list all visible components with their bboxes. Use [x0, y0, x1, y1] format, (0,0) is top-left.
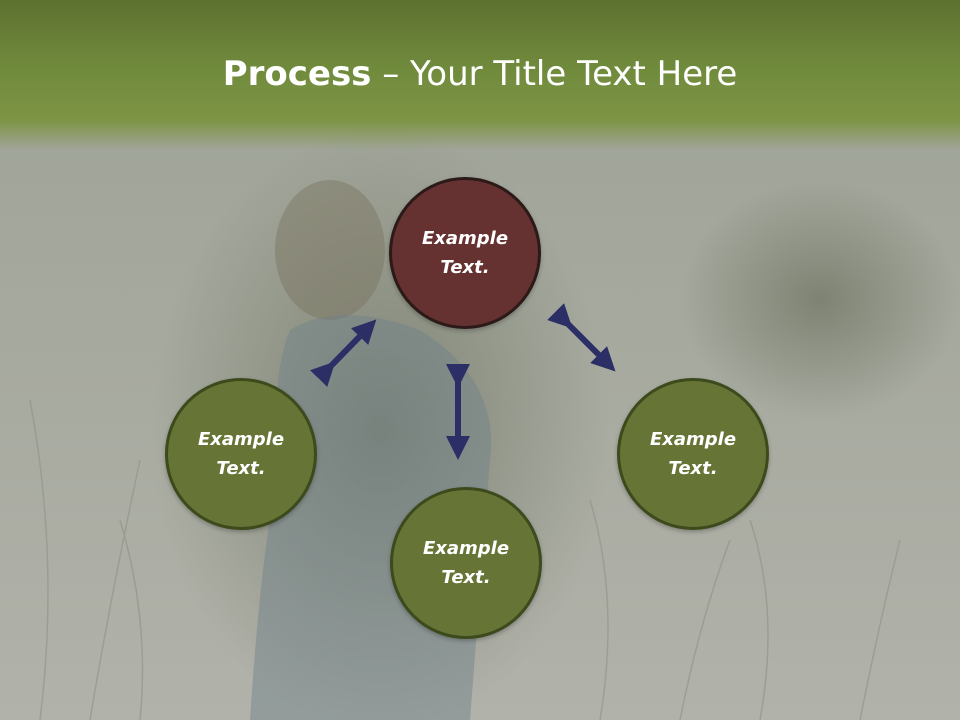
node-text-line2: Text.: [216, 458, 266, 479]
page-title: Process – Your Title Text Here: [0, 52, 960, 96]
title-banner: [0, 0, 960, 150]
process-node-right: Example Text.: [617, 378, 769, 530]
node-text-line2: Text.: [441, 567, 491, 588]
title-bold: Process: [222, 54, 372, 94]
node-text-line2: Text.: [668, 458, 718, 479]
node-text-line2: Text.: [440, 257, 490, 278]
process-node-bottom: Example Text.: [390, 487, 542, 639]
arrow-top-right: [547, 303, 616, 372]
title-rest: – Your Title Text Here: [371, 54, 738, 94]
arrow-top-left: [310, 319, 377, 387]
node-text-line1: Example: [421, 228, 509, 249]
process-node-top: Example Text.: [389, 177, 541, 329]
node-text-line1: Example: [197, 429, 285, 450]
process-node-left: Example Text.: [165, 378, 317, 530]
node-text-line1: Example: [649, 429, 737, 450]
node-text-line1: Example: [422, 538, 510, 559]
